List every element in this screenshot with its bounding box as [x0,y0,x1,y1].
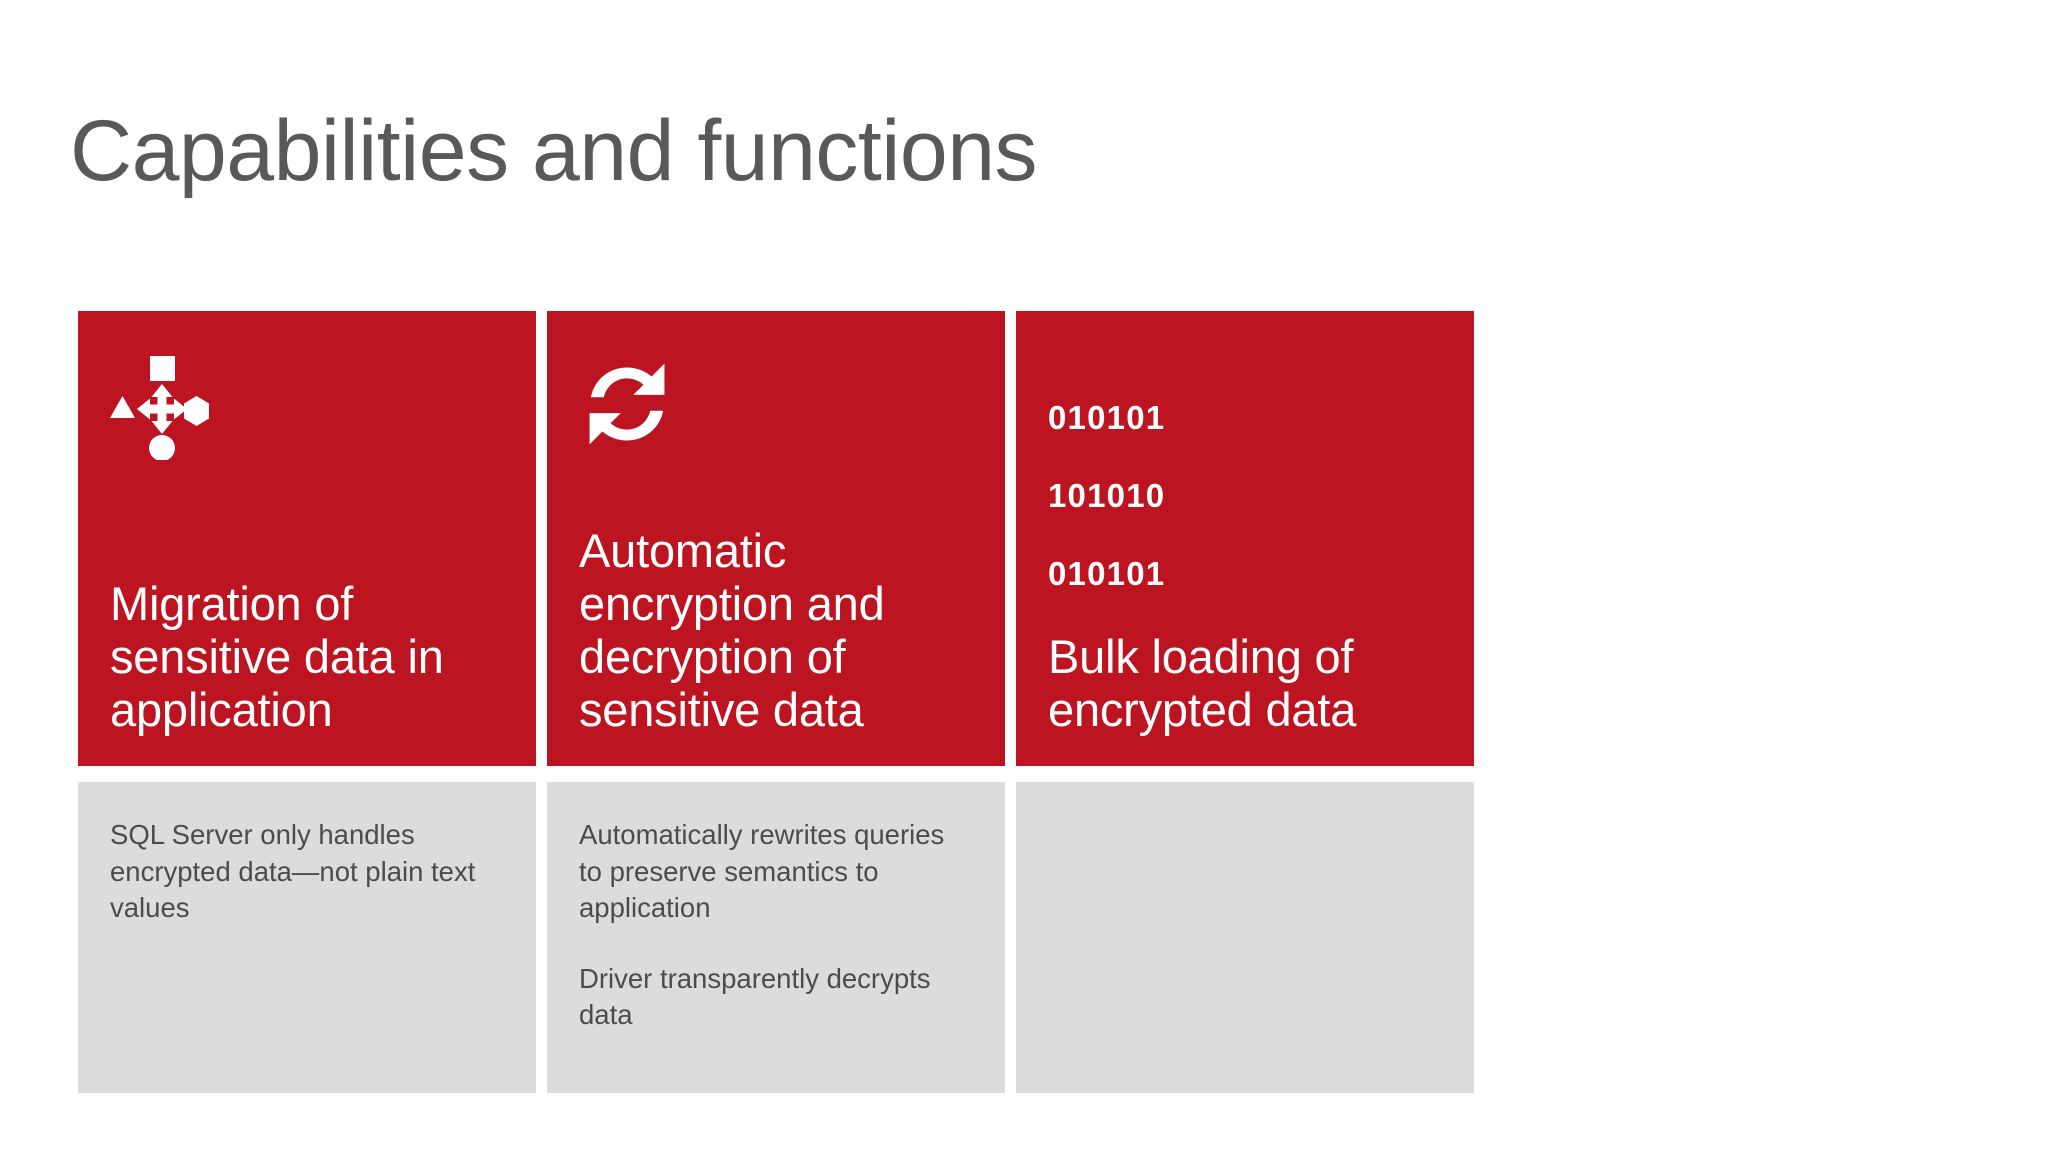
card-body-paragraph: Driver transparently decrypts data [579,962,931,1031]
card-title: Automatic encryption and decryption of s… [579,523,885,736]
binary-line-3: 010101 [1048,554,1166,592]
migration-shapes-icon [110,356,504,476]
card-body-bulk-loading [1016,782,1474,1093]
card-header-bulk-loading[interactable]: 010101 101010 010101 Bulk loading of enc… [1016,311,1474,766]
card-title: Bulk loading of encrypted data [1048,629,1357,736]
card-header-migration[interactable]: Migration of sensitive data in applicati… [78,311,536,766]
card-header-auto-encryption[interactable]: Automatic encryption and decryption of s… [547,311,1005,766]
binary-digits-icon: 010101 101010 010101 [1048,356,1442,592]
card-title: Migration of sensitive data in applicati… [110,576,444,736]
card-body-paragraph: Automatically rewrites queries to preser… [579,819,945,924]
binary-line-2: 101010 [1048,476,1166,514]
refresh-sync-icon [579,356,973,476]
page-title: Capabilities and functions [70,102,1038,199]
card-body-migration: SQL Server only handles encrypted data—n… [78,782,536,1093]
binary-line-1: 010101 [1048,398,1166,436]
capability-card-grid: Migration of sensitive data in applicati… [78,311,1474,1093]
card-body-auto-encryption: Automatically rewrites queries to preser… [547,782,1005,1093]
card-body-paragraph: SQL Server only handles encrypted data—n… [110,819,476,924]
